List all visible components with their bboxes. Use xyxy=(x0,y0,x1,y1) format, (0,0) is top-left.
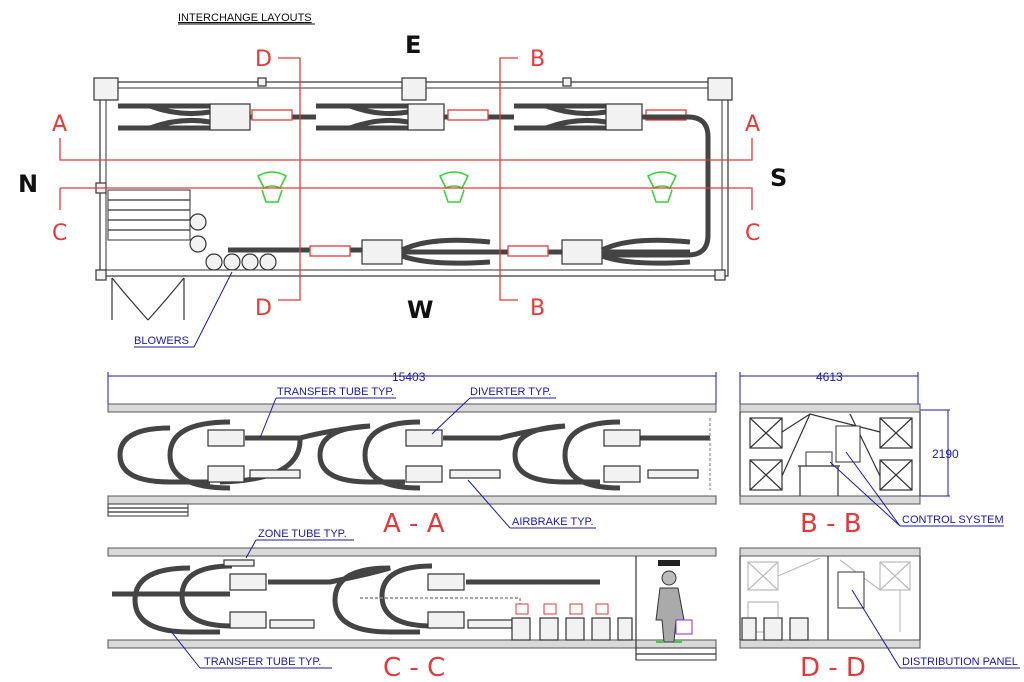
operator-position xyxy=(438,171,470,203)
cut-marker-b-bottom: B xyxy=(530,296,545,321)
airbrake xyxy=(449,469,501,479)
diverter xyxy=(427,573,465,591)
callout-airbrake: AIRBRAKE TYP. xyxy=(512,516,594,528)
airbrake xyxy=(647,469,699,479)
column xyxy=(707,77,733,101)
diverter xyxy=(407,103,445,131)
callout-zone-tube: ZONE TUBE TYP. xyxy=(258,528,347,540)
cut-marker-d-top: D xyxy=(255,47,272,72)
tube-rack xyxy=(749,413,913,491)
plan-view xyxy=(59,57,753,321)
diverter xyxy=(405,429,443,447)
dimension-length: 15403 xyxy=(392,370,426,384)
operator-position xyxy=(646,171,678,203)
airbrake xyxy=(269,619,315,629)
callout-transfer-tube-top: TRANSFER TUBE TYP. xyxy=(277,386,394,398)
column xyxy=(401,77,427,101)
section-d-d xyxy=(739,547,921,649)
cut-marker-d-bottom: D xyxy=(255,296,272,321)
compass-south: S xyxy=(770,164,787,192)
callout-diverter: DIVERTER TYP. xyxy=(470,386,551,398)
control-cabinet xyxy=(835,425,861,463)
compass-west: W xyxy=(407,296,433,324)
section-title-d-d: D - D xyxy=(800,653,866,682)
callout-transfer-tube-bottom: TRANSFER TUBE TYP. xyxy=(204,656,321,668)
section-a-a xyxy=(107,372,717,517)
diverter xyxy=(229,573,267,591)
section-title-c-c: C - C xyxy=(383,653,445,682)
section-c-c xyxy=(107,547,717,661)
airbrake xyxy=(249,469,301,479)
cut-marker-a-north: A xyxy=(52,112,67,137)
dimension-height: 2190 xyxy=(932,447,959,461)
airbrake xyxy=(507,245,549,257)
diverter xyxy=(405,465,443,483)
diverter xyxy=(605,103,643,131)
diverter xyxy=(561,239,603,265)
diverter xyxy=(209,103,251,131)
operator-position xyxy=(256,171,288,203)
callout-distribution-panel: DISTRIBUTION PANEL xyxy=(902,656,1018,668)
computer-monitor xyxy=(805,451,833,467)
diverter xyxy=(207,465,245,483)
cut-marker-a-south: A xyxy=(745,112,760,137)
blowers-section xyxy=(511,603,633,641)
diverter xyxy=(229,611,267,629)
column xyxy=(93,77,119,101)
airbrake xyxy=(251,109,293,121)
compass-north: N xyxy=(18,170,38,198)
callout-blowers: BLOWERS xyxy=(134,335,189,347)
callout-control-system: CONTROL SYSTEM xyxy=(902,514,1004,526)
blowers-section xyxy=(741,617,809,641)
airbrake xyxy=(447,109,489,121)
diverter xyxy=(427,611,465,629)
airbrake xyxy=(467,619,513,629)
operator-figure xyxy=(655,560,693,643)
diverter xyxy=(603,429,641,447)
blowers xyxy=(189,213,277,271)
section-title-a-a: A - A xyxy=(383,509,445,539)
diverter xyxy=(207,429,245,447)
airbrake xyxy=(309,245,351,257)
compass-east: E xyxy=(405,31,421,59)
cut-marker-c-south: C xyxy=(745,221,760,246)
diverter xyxy=(603,465,641,483)
zone-tube xyxy=(223,559,255,567)
cut-marker-b-top: B xyxy=(530,47,545,72)
dimension-width: 4613 xyxy=(816,370,843,384)
section-b-b xyxy=(739,372,950,505)
cut-marker-c-north: C xyxy=(52,221,67,246)
section-title-b-b: B - B xyxy=(800,509,862,539)
diverter xyxy=(361,239,403,265)
drawing-title: INTERCHANGE LAYOUTS xyxy=(178,12,312,24)
